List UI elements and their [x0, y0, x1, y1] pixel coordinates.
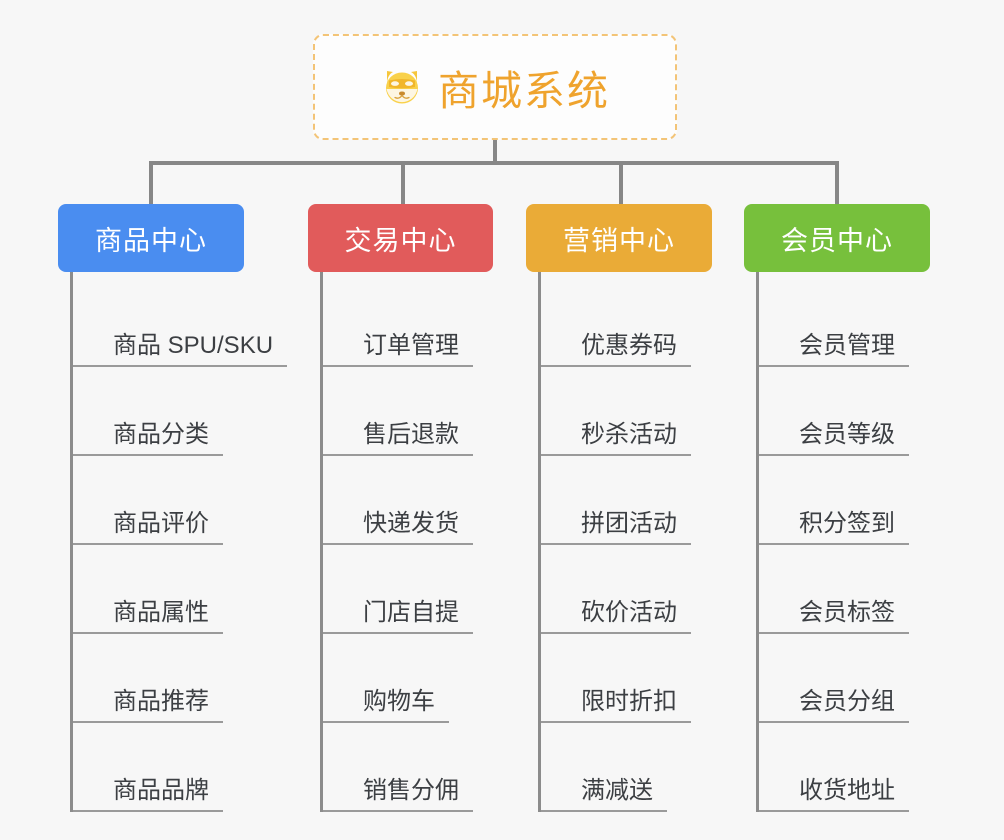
leaf-item[interactable]: 收货地址 — [759, 723, 954, 812]
leaf-label: 满减送 — [541, 777, 667, 812]
leaf-item[interactable]: 拼团活动 — [541, 456, 736, 545]
leaf-item[interactable]: 砍价活动 — [541, 545, 736, 634]
leaf-label: 购物车 — [323, 688, 449, 723]
dog-face-icon — [380, 65, 424, 109]
leaf-item[interactable]: 商品品牌 — [73, 723, 318, 812]
leaf-item[interactable]: 会员标签 — [759, 545, 954, 634]
leaf-item[interactable]: 商品属性 — [73, 545, 318, 634]
category-label-1: 交易中心 — [344, 225, 457, 256]
leaf-item[interactable]: 限时折扣 — [541, 634, 736, 723]
leaf-item[interactable]: 积分签到 — [759, 456, 954, 545]
leaf-label: 门店自提 — [323, 599, 473, 634]
leaf-label: 商品 SPU/SKU — [73, 332, 288, 367]
leaf-item[interactable]: 商品评价 — [73, 456, 318, 545]
leaf-item[interactable]: 购物车 — [323, 634, 528, 723]
branch-trunk-3: 会员管理 会员等级 积分签到 会员标签 会员分组 收货地址 — [756, 272, 954, 812]
leaf-label: 收货地址 — [759, 777, 909, 812]
leaf-item[interactable]: 商品推荐 — [73, 634, 318, 723]
connector-drop-2 — [619, 161, 623, 205]
leaf-label: 限时折扣 — [541, 688, 691, 723]
leaf-label: 商品属性 — [73, 599, 223, 634]
leaf-label: 优惠券码 — [541, 332, 691, 367]
branch-trunk-2: 优惠券码 秒杀活动 拼团活动 砍价活动 限时折扣 满减送 — [538, 272, 736, 812]
connector-drop-0 — [149, 161, 153, 205]
category-header-2[interactable]: 营销中心 — [526, 204, 712, 272]
leaf-label: 商品分类 — [73, 421, 223, 456]
branch-column-3: 会员中心 会员管理 会员等级 积分签到 会员标签 会员分组 收货地址 — [744, 204, 954, 812]
root-title: 商城系统 — [438, 68, 610, 114]
category-header-0[interactable]: 商品中心 — [58, 204, 244, 272]
leaf-label: 销售分佣 — [323, 777, 473, 812]
leaf-label: 会员分组 — [759, 688, 909, 723]
leaf-label: 订单管理 — [323, 332, 473, 367]
root-node[interactable]: 商城系统 — [313, 34, 677, 140]
leaf-label: 会员标签 — [759, 599, 909, 634]
leaf-label: 会员管理 — [759, 332, 909, 367]
leaf-label: 售后退款 — [323, 421, 473, 456]
connector-drop-3 — [835, 161, 839, 205]
category-header-1[interactable]: 交易中心 — [308, 204, 493, 272]
leaf-item[interactable]: 商品分类 — [73, 367, 318, 456]
leaf-label: 商品品牌 — [73, 777, 223, 812]
branch-trunk-0: 商品 SPU/SKU 商品分类 商品评价 商品属性 商品推荐 商品品牌 — [70, 272, 318, 812]
leaf-item[interactable]: 会员分组 — [759, 634, 954, 723]
leaf-item[interactable]: 会员等级 — [759, 367, 954, 456]
connector-root-stem — [493, 140, 497, 164]
leaf-item[interactable]: 商品 SPU/SKU — [73, 278, 318, 367]
leaf-label: 商品推荐 — [73, 688, 223, 723]
leaf-item[interactable]: 订单管理 — [323, 278, 528, 367]
category-label-2: 营销中心 — [563, 225, 675, 256]
branch-column-0: 商品中心 商品 SPU/SKU 商品分类 商品评价 商品属性 商品推荐 商品品牌 — [58, 204, 318, 812]
leaf-item[interactable]: 满减送 — [541, 723, 736, 812]
connector-horizontal-bus — [149, 161, 839, 165]
leaf-label: 快递发货 — [323, 510, 473, 545]
category-label-0: 商品中心 — [95, 225, 207, 256]
branch-column-1: 交易中心 订单管理 售后退款 快递发货 门店自提 购物车 销售分佣 — [308, 204, 528, 812]
branch-column-2: 营销中心 优惠券码 秒杀活动 拼团活动 砍价活动 限时折扣 满减送 — [526, 204, 736, 812]
leaf-label: 砍价活动 — [541, 599, 691, 634]
leaf-item[interactable]: 会员管理 — [759, 278, 954, 367]
leaf-item[interactable]: 快递发货 — [323, 456, 528, 545]
leaf-item[interactable]: 销售分佣 — [323, 723, 528, 812]
leaf-label: 秒杀活动 — [541, 421, 691, 456]
leaf-label: 积分签到 — [759, 510, 909, 545]
branch-trunk-1: 订单管理 售后退款 快递发货 门店自提 购物车 销售分佣 — [320, 272, 528, 812]
category-header-3[interactable]: 会员中心 — [744, 204, 930, 272]
leaf-item[interactable]: 秒杀活动 — [541, 367, 736, 456]
leaf-label: 会员等级 — [759, 421, 909, 456]
leaf-item[interactable]: 售后退款 — [323, 367, 528, 456]
category-label-3: 会员中心 — [781, 225, 893, 256]
leaf-item[interactable]: 门店自提 — [323, 545, 528, 634]
leaf-label: 拼团活动 — [541, 510, 691, 545]
leaf-item[interactable]: 优惠券码 — [541, 278, 736, 367]
connector-drop-1 — [401, 161, 405, 205]
leaf-label: 商品评价 — [73, 510, 223, 545]
